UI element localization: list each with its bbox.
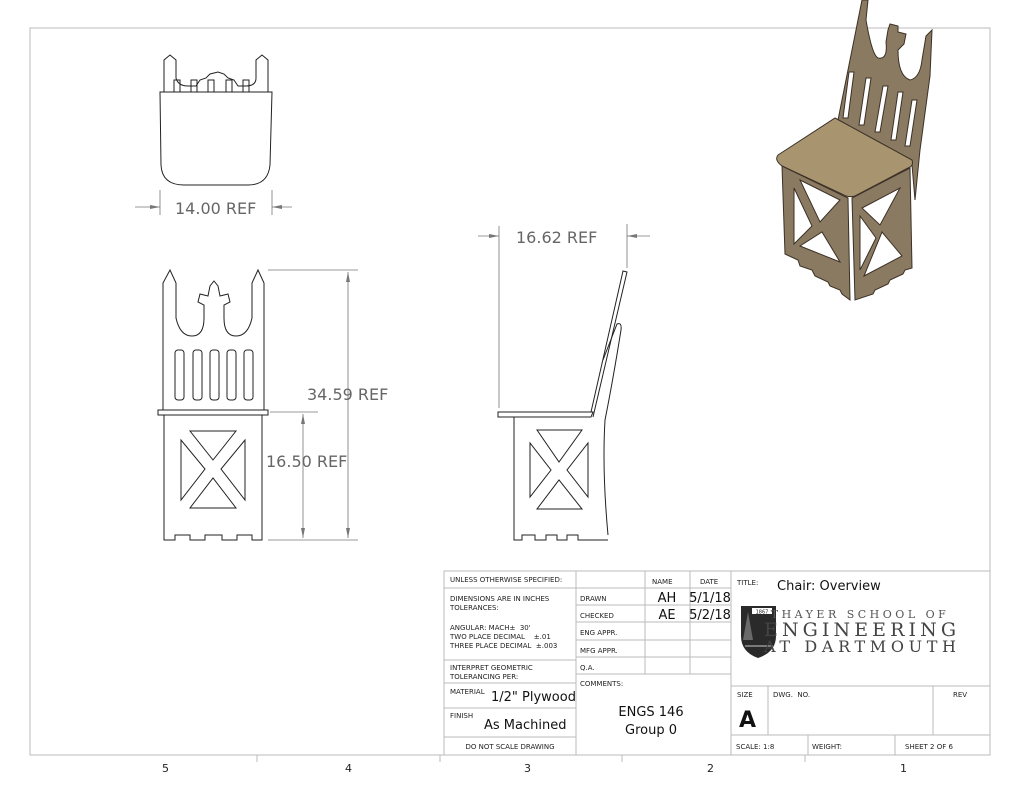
isometric-chair-render: [776, 0, 933, 302]
scale-label: SCALE: 1:8: [736, 743, 774, 751]
row-label: CHECKED: [580, 612, 614, 620]
interpret-label: INTERPRET GEOMETRIC: [450, 664, 533, 672]
zone-label: 4: [345, 762, 352, 775]
row-label: DRAWN: [580, 595, 607, 603]
material-value: 1/2" Plywood: [491, 690, 576, 705]
row-date: 5/2/18: [689, 608, 731, 623]
dims-in-inches-label: DIMENSIONS ARE IN INCHES: [450, 595, 550, 603]
size-value: A: [739, 708, 756, 733]
dimension-top-width: 14.00 REF: [175, 199, 256, 218]
date-header: DATE: [700, 578, 718, 586]
front-view: [157, 268, 358, 541]
interpret-label: TOLERANCING PER:: [449, 673, 518, 681]
angular-tolerance: ANGULAR: MACH± 30': [450, 624, 531, 632]
zone-label: 1: [900, 762, 907, 775]
top-view: [135, 54, 292, 215]
signoff-table: DRAWN AH 5/1/18 CHECKED AE 5/2/18 ENG AP…: [580, 591, 731, 672]
zone-ticks: [256, 755, 806, 762]
rev-label: REV: [953, 691, 967, 699]
dimension-seat-height: 16.50 REF: [266, 452, 347, 471]
row-label: MFG APPR.: [580, 647, 618, 655]
dimension-overall-height: 34.59 REF: [307, 385, 388, 404]
weight-label: WEIGHT:: [812, 743, 842, 751]
comments-label: COMMENTS:: [580, 680, 623, 688]
logo-line1: THAYER SCHOOL OF: [771, 608, 950, 621]
material-label: MATERIAL: [450, 688, 485, 696]
thayer-school-logo: 1867 THAYER SCHOOL OF ENGINEERING AT DAR…: [741, 606, 956, 658]
finish-label: FINISH: [450, 712, 473, 720]
row-date: 5/1/18: [689, 591, 731, 606]
sheet-label: SHEET 2 OF 6: [905, 743, 953, 751]
row-label: Q.A.: [580, 664, 595, 672]
finish-value: As Machined: [484, 718, 566, 733]
comments-group: Group 0: [625, 723, 677, 738]
logo-line3: AT DARTMOUTH: [763, 637, 956, 656]
two-place-tolerance: TWO PLACE DECIMAL ±.01: [449, 633, 551, 641]
title-block-grid: [443, 570, 991, 756]
size-label: SIZE: [737, 691, 753, 699]
name-header: NAME: [652, 578, 673, 586]
zone-label: 5: [162, 762, 169, 775]
row-name: AE: [658, 608, 675, 623]
tolerances-label: TOLERANCES:: [449, 604, 499, 612]
do-not-scale-label: DO NOT SCALE DRAWING: [465, 743, 554, 751]
side-view: [478, 224, 650, 541]
dimension-side-depth: 16.62 REF: [516, 228, 597, 247]
unless-specified-label: UNLESS OTHERWISE SPECIFIED:: [450, 576, 562, 584]
title-label: TITLE:: [736, 579, 758, 587]
three-place-tolerance: THREE PLACE DECIMAL ±.003: [449, 642, 557, 650]
row-name: AH: [658, 591, 677, 606]
zone-label: 3: [524, 762, 531, 775]
comments-course: ENGS 146: [618, 705, 683, 720]
logo-year: 1867: [756, 610, 769, 616]
zone-label: 2: [707, 762, 714, 775]
drawing-title: Chair: Overview: [777, 579, 881, 594]
logo-line2: ENGINEERING: [764, 619, 956, 641]
dwg-no-label: DWG. NO.: [773, 691, 810, 699]
row-label: ENG APPR.: [580, 629, 617, 637]
